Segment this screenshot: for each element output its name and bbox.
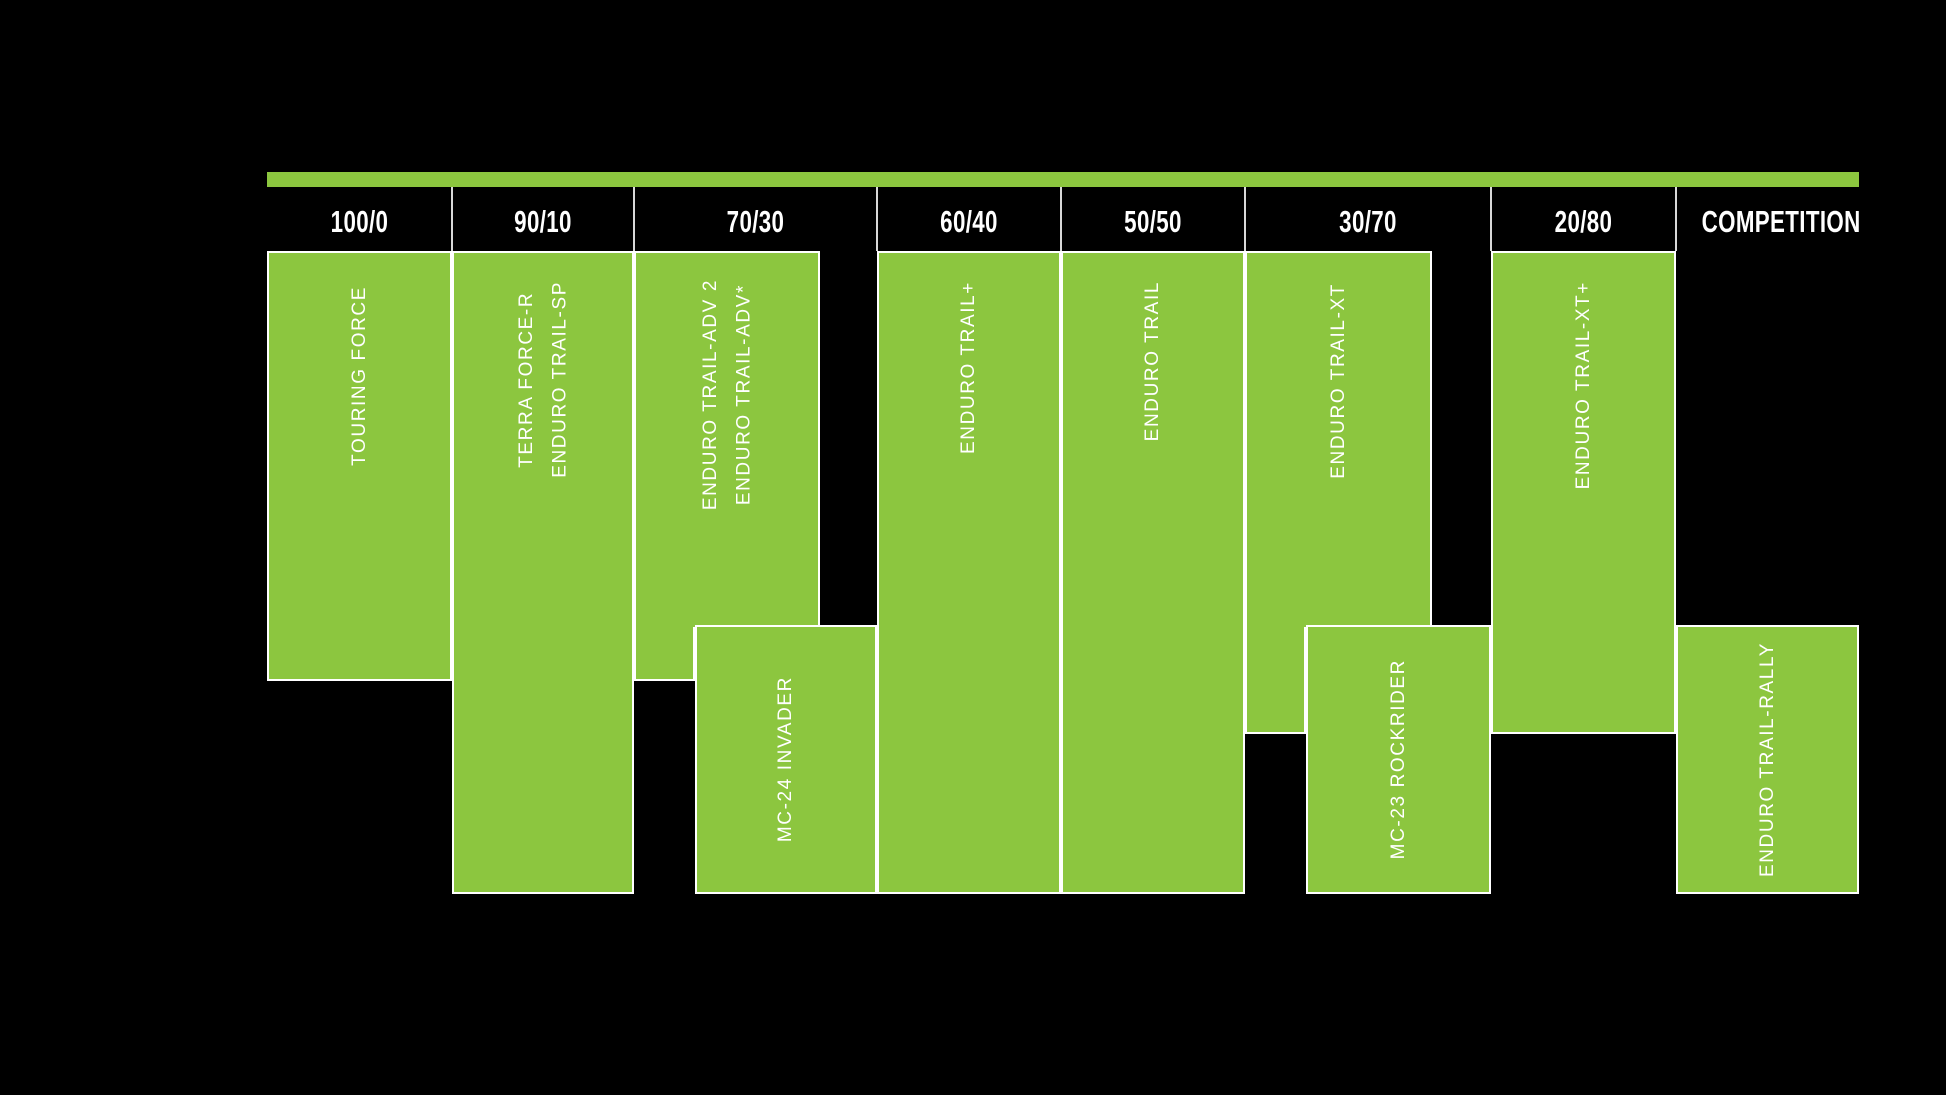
column-separator	[1244, 187, 1246, 251]
product-label: MC-23 ROCKRIDER	[1387, 659, 1409, 860]
product-block-mc-24-invader: MC-24 INVADER	[695, 625, 877, 894]
column-separator	[1675, 187, 1677, 251]
column-separator	[451, 187, 453, 251]
product-block-enduro-trail-rally: ENDURO TRAIL-RALLY	[1676, 625, 1859, 894]
column-separator	[1490, 187, 1492, 251]
block-fill	[1308, 627, 1489, 892]
column-header-20-80: 20/80	[1554, 204, 1613, 239]
block-fill	[636, 253, 818, 679]
product-block-terra-force-r: TERRA FORCE-R ENDURO TRAIL-SP	[452, 251, 634, 894]
product-block-enduro-trail-adv: ENDURO TRAIL-ADV 2 ENDURO TRAIL-ADV*	[634, 251, 820, 681]
block-fill	[1063, 253, 1243, 892]
product-label: ENDURO TRAIL-ADV 2 ENDURO TRAIL-ADV*	[699, 279, 754, 511]
product-block-enduro-trail-plus: ENDURO TRAIL+	[877, 251, 1061, 894]
product-block-enduro-trail-xt-plus: ENDURO TRAIL-XT+	[1491, 251, 1676, 734]
product-block-mc-23-rockrider: MC-23 ROCKRIDER	[1306, 625, 1491, 894]
block-fill	[454, 253, 632, 892]
column-header-60-40: 60/40	[940, 204, 998, 239]
block-fill	[269, 253, 450, 679]
product-label: ENDURO TRAIL+	[958, 281, 980, 455]
column-separator	[633, 187, 635, 251]
product-label: ENDURO TRAIL-RALLY	[1756, 641, 1778, 878]
column-header-70-30: 70/30	[726, 204, 785, 239]
block-fill	[697, 627, 875, 892]
product-label: MC-24 INVADER	[775, 676, 797, 843]
column-separator	[876, 187, 878, 251]
product-block-enduro-trail: ENDURO TRAIL	[1061, 251, 1245, 894]
product-block-touring-force: TOURING FORCE	[267, 251, 452, 681]
column-header-100-0: 100/0	[330, 204, 389, 239]
column-header-30-70: 30/70	[1339, 204, 1397, 239]
product-label: ENDURO TRAIL	[1142, 281, 1164, 442]
product-label: ENDURO TRAIL-XT+	[1572, 281, 1594, 490]
column-header-competition: COMPETITION	[1701, 204, 1861, 239]
block-fill	[1493, 253, 1674, 732]
block-fill	[879, 253, 1059, 892]
product-label: TOURING FORCE	[348, 286, 370, 466]
header-accent-bar	[267, 172, 1859, 187]
product-label: TERRA FORCE-R ENDURO TRAIL-SP	[515, 281, 570, 478]
column-header-50-50: 50/50	[1124, 204, 1182, 239]
block-fill	[1678, 627, 1857, 892]
column-header-90-10: 90/10	[514, 204, 572, 239]
column-separator	[1060, 187, 1062, 251]
product-label: ENDURO TRAIL-XT	[1327, 283, 1349, 479]
